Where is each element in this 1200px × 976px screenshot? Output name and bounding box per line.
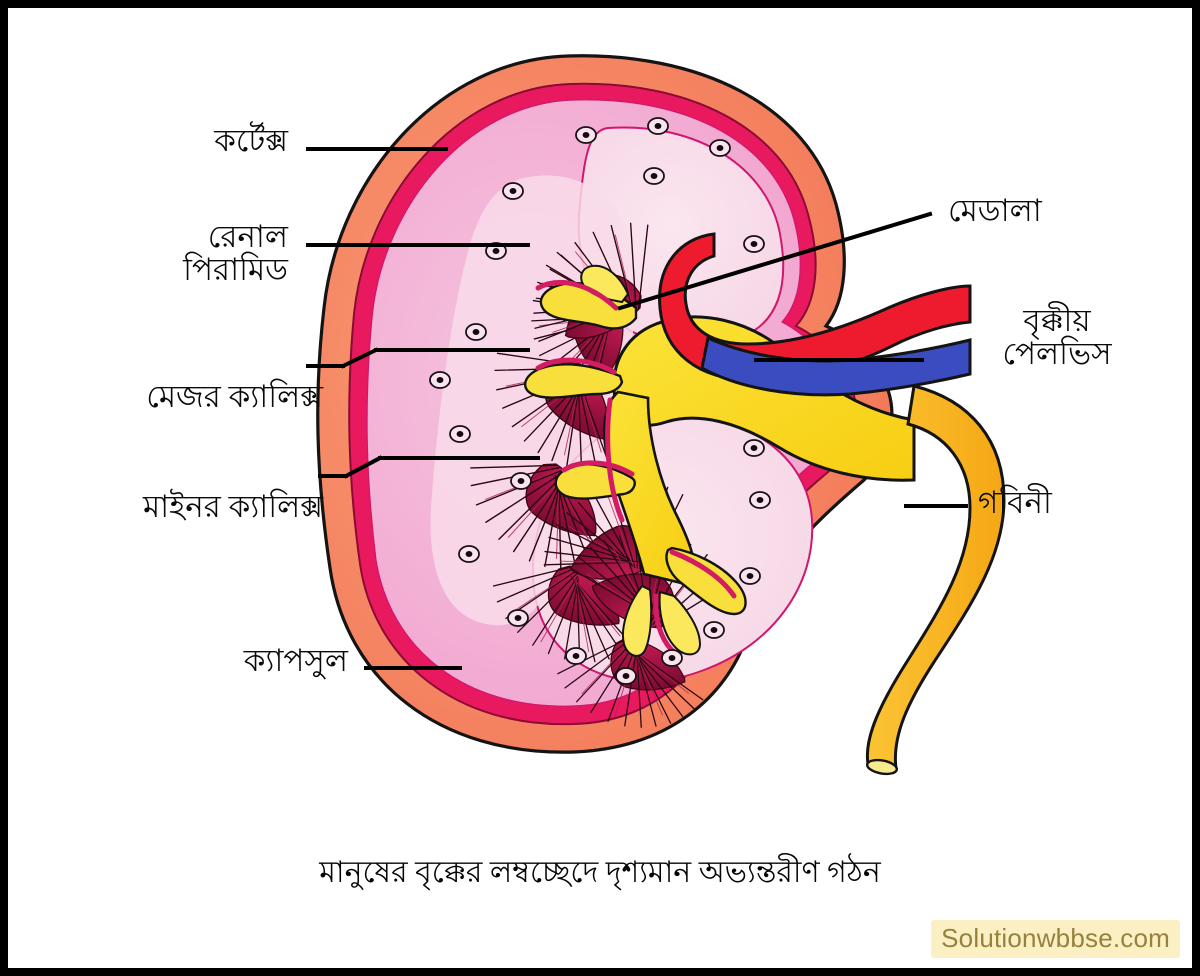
ureter-lumen	[865, 758, 899, 776]
label-cortex: কর্টেক্স	[214, 123, 288, 158]
kidney-diagram	[306, 54, 1006, 776]
label-ureter: গবিনী	[978, 485, 1052, 520]
minor-calyx-lower-2	[622, 584, 653, 657]
label-capsule: ক্যাপসুল	[243, 643, 348, 678]
major-calyx-mid	[523, 363, 624, 399]
figure-caption: মানুষের বৃক্কের লম্বচ্ছেদে দৃশ্যমান অভ্য…	[319, 856, 881, 889]
leader-major-calyx	[306, 347, 379, 369]
renal-artery	[658, 232, 972, 382]
label-minor-calyx: মাইনর ক্যালিক্স	[142, 489, 323, 524]
label-medulla: মেডালা	[948, 193, 1042, 228]
minor-calyx-lower	[658, 590, 702, 656]
major-calyx-lower	[665, 546, 747, 616]
leader-medulla	[617, 211, 933, 311]
interlobar-vessels	[535, 279, 737, 655]
label-major-calyx: মেজর ক্যালিক্স	[146, 379, 323, 414]
label-renal-pyramid: রেনাল পিরামিড	[183, 219, 288, 288]
label-renal-pelvis: বৃক্কীয় পেলভিস	[1002, 303, 1112, 372]
watermark: Solutionwbbse.com	[931, 920, 1180, 958]
leader-minor-calyx	[318, 455, 383, 479]
leader-lines	[306, 147, 968, 670]
pelvis-stem	[603, 390, 697, 588]
